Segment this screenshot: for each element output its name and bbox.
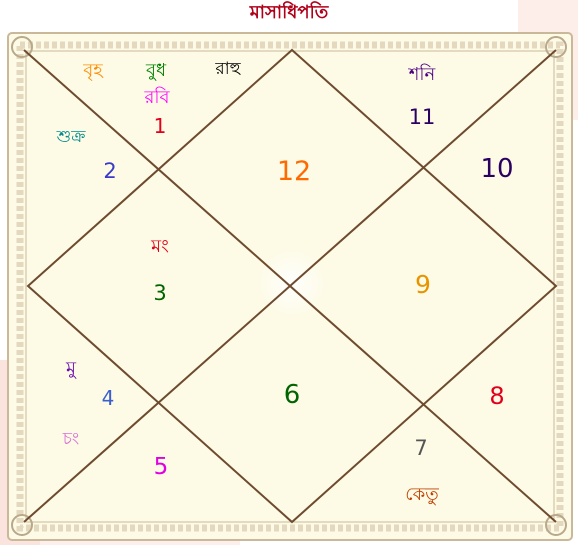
planet-ketu: কেতু	[405, 484, 439, 505]
house-1-number: 1	[154, 114, 167, 138]
house-4-number: 4	[102, 386, 115, 410]
house-11-number: 11	[409, 105, 436, 129]
planet-mu: মু	[65, 358, 77, 379]
house-7-number: 7	[414, 436, 427, 460]
house-6-number: 6	[284, 380, 301, 410]
planet-rabi: রবি	[143, 87, 170, 108]
house-9-number: 9	[415, 270, 431, 299]
house-3-number: 3	[153, 281, 166, 305]
planet-brihaspati: বৃহ	[82, 60, 104, 82]
house-5-number: 5	[154, 454, 169, 480]
planet-mangal: মং	[150, 236, 169, 257]
planet-shani: শনি	[408, 64, 436, 85]
house-12-number: 12	[277, 156, 311, 187]
planet-chandra: চং	[62, 429, 80, 449]
planet-budh: বুধ	[145, 60, 167, 81]
house-10-number: 10	[480, 154, 513, 184]
planet-shukra: শুক্র	[56, 127, 87, 147]
house-8-number: 8	[489, 382, 504, 410]
house-2-number: 2	[103, 159, 116, 183]
planet-rahu: রাহু	[214, 59, 241, 79]
